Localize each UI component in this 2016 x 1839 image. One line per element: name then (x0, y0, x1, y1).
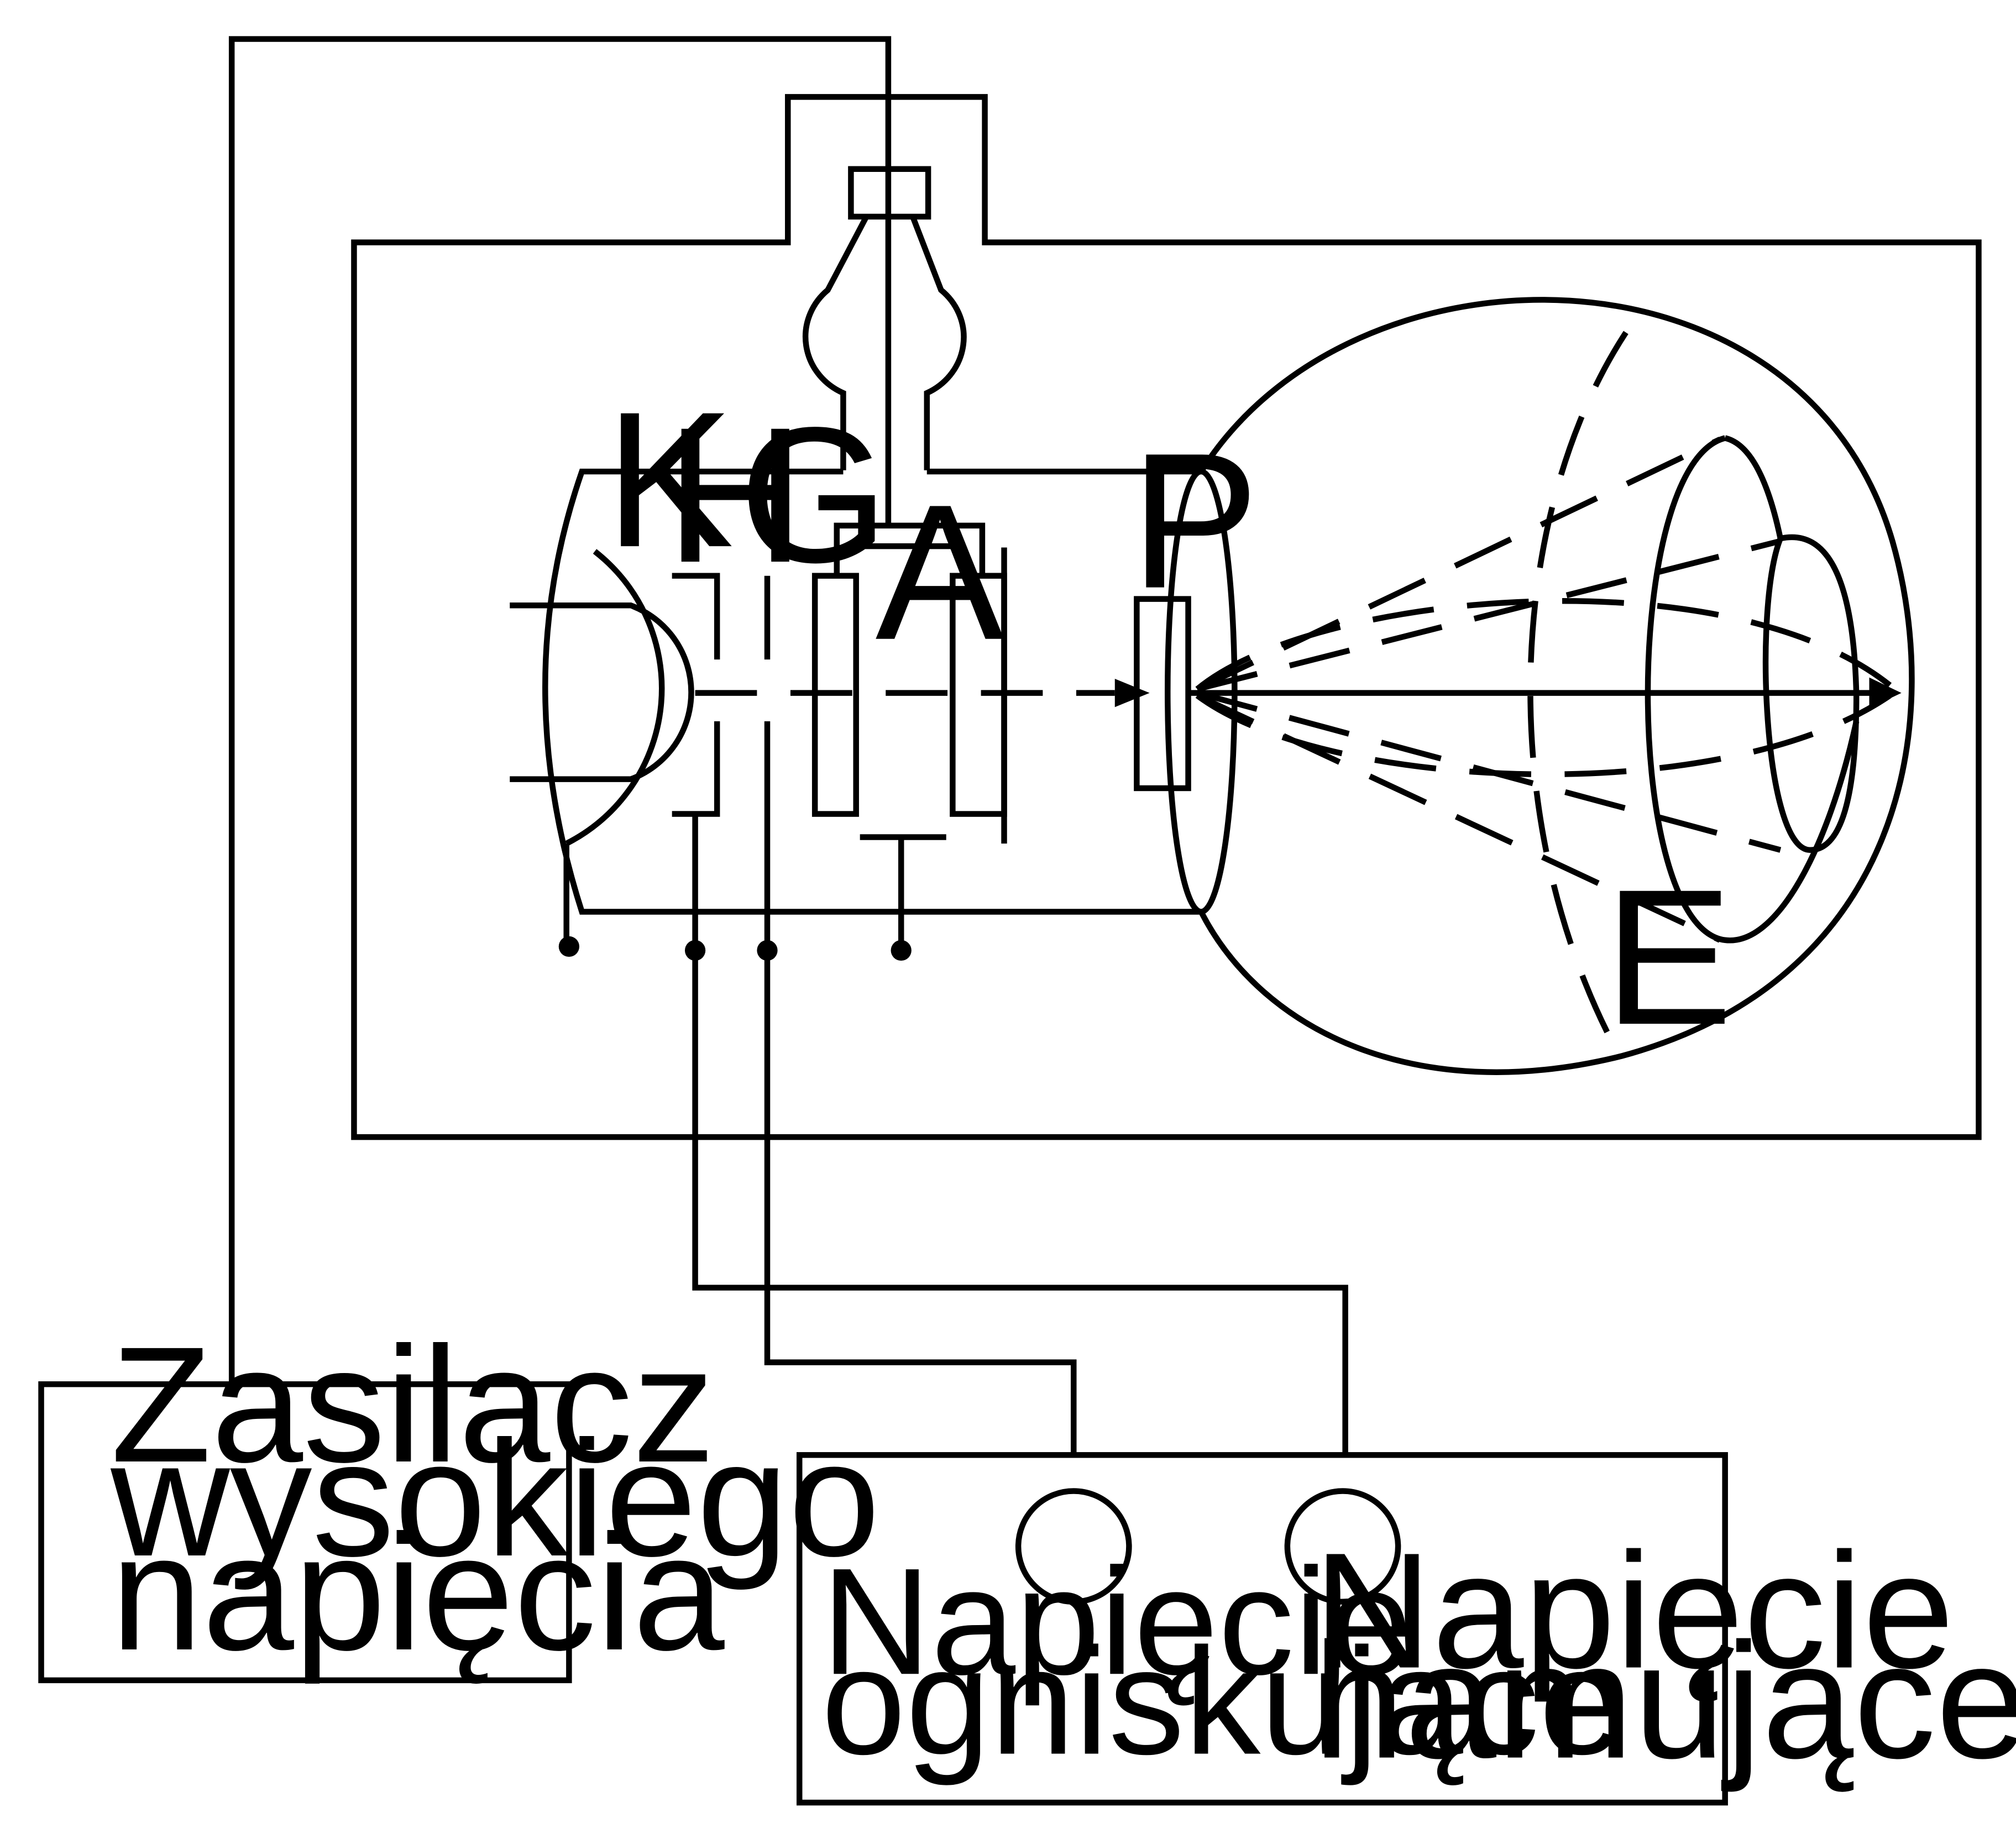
cone-curve-bottom (1195, 693, 1892, 778)
anode-cap (834, 522, 986, 576)
power-supply-box (38, 1381, 572, 1684)
retard-voltage-line2: hamujące (1313, 1609, 2016, 1794)
anode-terminal (891, 940, 912, 961)
focus-voltage-line2: ogniskujące (821, 1617, 1624, 1787)
control-panel-box (796, 1452, 1728, 1806)
retard-voltage-line1: Napięcie (1313, 1519, 1954, 1704)
label-a: A (876, 465, 1006, 680)
cathode-arc (565, 549, 665, 846)
label-h: H (666, 387, 805, 603)
cone-curve-top (1195, 598, 1892, 691)
power-supply-line3: napięcia (111, 1501, 725, 1685)
heater-to-panel-lead (692, 950, 1348, 1455)
outer-ring (1645, 435, 1860, 944)
label-e: E (1604, 850, 1733, 1065)
grid-to-panel-lead (764, 950, 1077, 1455)
screen-sphere (1198, 297, 1915, 1075)
label-g: G (739, 387, 889, 603)
cathode-arc-inner (510, 602, 694, 782)
tube-stem-right (910, 216, 967, 470)
retard-voltage-knob[interactable] (1284, 1488, 1401, 1605)
beam-arrowhead (1114, 679, 1150, 708)
power-supply-line2: wysokiego (108, 1407, 880, 1591)
axis-arrowhead (1869, 677, 1902, 709)
top-connector (848, 166, 931, 220)
label-k: K (605, 372, 734, 588)
cone-upper (1196, 437, 1721, 692)
focus-voltage-knob[interactable] (1015, 1488, 1132, 1605)
screen-meridian (1527, 331, 1628, 1057)
inner-ring (1762, 534, 1860, 853)
cone-upper-mid (1196, 538, 1782, 692)
label-p: P (1130, 413, 1259, 629)
housing-outline (351, 94, 1982, 1140)
high-voltage-lead (228, 36, 892, 1385)
tube-stem (802, 215, 869, 470)
plate-electrode (1134, 596, 1191, 792)
power-supply-line1: Zasilacz (111, 1313, 715, 1497)
cathode-terminal (558, 936, 579, 957)
heater-electrode (672, 573, 720, 817)
focus-voltage-line1: Napięcie (821, 1537, 1412, 1707)
